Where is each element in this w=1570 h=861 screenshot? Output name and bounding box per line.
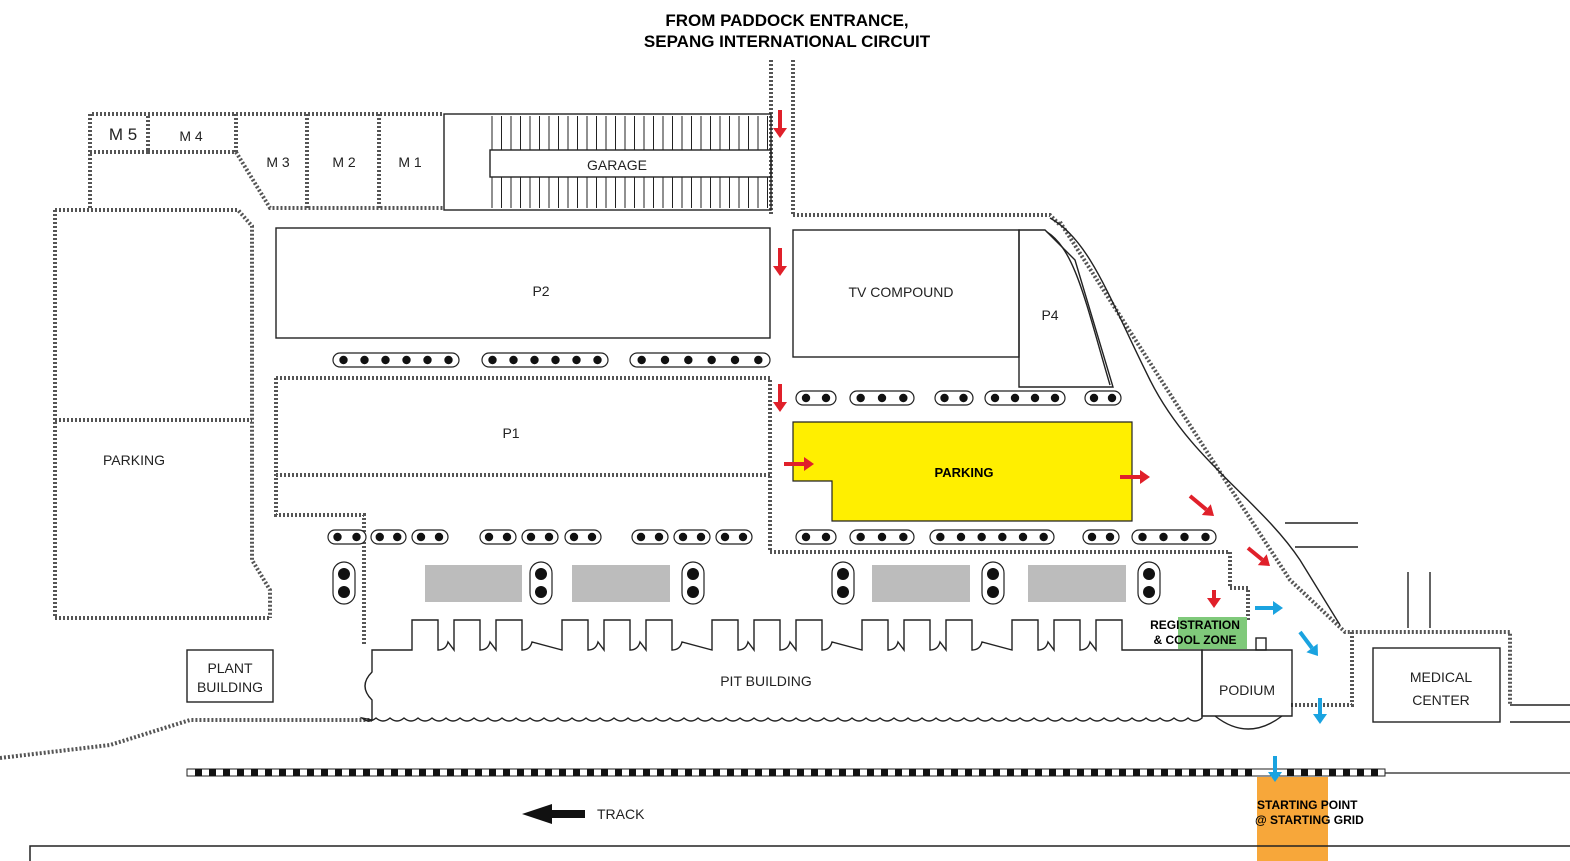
route-arrow-icon (1255, 601, 1283, 615)
podium: PODIUM (1201, 637, 1293, 730)
access-road-curve (1046, 217, 1431, 628)
tree-planter (1137, 561, 1161, 605)
grey-structures (425, 565, 1126, 602)
tree-planter (673, 529, 711, 545)
plant-building-label-1: PLANT (207, 660, 253, 676)
track-label: TRACK (597, 806, 645, 822)
area-p2 (275, 227, 771, 339)
tree-planters (327, 352, 1217, 605)
tree-planter (479, 529, 517, 545)
route-arrow-icon (1188, 494, 1214, 516)
medical-center (1372, 647, 1501, 723)
route-arrow-icon (1246, 546, 1270, 566)
tree-planter (681, 561, 705, 605)
area-m2-label: M 2 (332, 154, 356, 170)
route-arrow-icon (1298, 630, 1318, 656)
tv-compound-label: TV COMPOUND (849, 284, 954, 300)
tree-planter (984, 390, 1066, 406)
tree-planter (370, 529, 407, 545)
area-p2-label: P2 (532, 283, 549, 299)
parking-main-label: PARKING (935, 465, 994, 480)
area-p1-label: P1 (502, 425, 519, 441)
plant-building-label-2: BUILDING (197, 679, 263, 695)
registration-cool-zone (1178, 617, 1247, 649)
area-parking-left-label: PARKING (103, 452, 165, 468)
area-p4-label: P4 (1041, 307, 1058, 323)
entrance-road (769, 60, 795, 215)
route-arrow-icon (773, 110, 787, 138)
garage-label: GARAGE (587, 157, 647, 173)
medical-center-label-2: CENTER (1412, 692, 1470, 708)
tree-planter (332, 561, 356, 605)
tree-planter (529, 561, 553, 605)
paddock-fence (0, 112, 1512, 760)
area-m3-label: M 3 (266, 154, 290, 170)
tree-planter (564, 529, 602, 545)
starting-point-zone (1257, 777, 1328, 861)
tree-planter (327, 529, 367, 545)
starting-point-label-2: @ STARTING GRID (1255, 813, 1364, 827)
route-arrow-icon (773, 384, 787, 412)
route-arrows (773, 110, 1327, 782)
route-arrow-icon (773, 248, 787, 276)
registration-label-1: REGISTRATION (1150, 618, 1240, 632)
plant-building (186, 649, 274, 703)
podium-label: PODIUM (1219, 682, 1275, 698)
registration-label-2: & COOL ZONE (1153, 633, 1236, 647)
tree-planter (1082, 529, 1120, 545)
header-line-1: FROM PADDOCK ENTRANCE, (665, 11, 908, 30)
legend-frame (29, 845, 1570, 861)
pit-building: PIT BUILDING (359, 619, 1203, 722)
tree-planter (849, 390, 915, 406)
tree-planter (831, 561, 855, 605)
area-p4 (1018, 229, 1114, 388)
tree-planter (929, 529, 1055, 545)
tree-planter (795, 390, 837, 406)
track-direction-arrow-icon (522, 804, 585, 824)
tree-planter (481, 352, 609, 368)
route-arrow-icon (1120, 470, 1150, 484)
tree-planter (1131, 529, 1217, 545)
tree-planter (332, 352, 460, 368)
garage-bays (491, 116, 768, 208)
area-m1-label: M 1 (398, 154, 422, 170)
tree-planter (629, 352, 771, 368)
tree-planter (981, 561, 1005, 605)
route-arrow-icon (1313, 698, 1327, 724)
area-m4-label: M 4 (179, 128, 203, 144)
header-line-2: SEPANG INTERNATIONAL CIRCUIT (644, 32, 931, 51)
tree-planter (411, 529, 449, 545)
tree-planter (631, 529, 669, 545)
tree-planter (849, 529, 915, 545)
tree-planter (934, 390, 974, 406)
tree-planter (715, 529, 753, 545)
medical-center-label-1: MEDICAL (1410, 669, 1472, 685)
route-arrow-icon (784, 457, 814, 471)
route-arrow-icon (1207, 590, 1221, 608)
tree-planter (1084, 390, 1122, 406)
tree-planter (795, 529, 837, 545)
track-start-line (186, 768, 1570, 777)
starting-point-label-1: STARTING POINT (1257, 798, 1358, 812)
route-arrow-icon (1268, 756, 1282, 782)
parking-highlight-zone (792, 421, 1133, 522)
tree-planter (521, 529, 559, 545)
pit-building-label: PIT BUILDING (720, 673, 812, 689)
area-m5-label: M 5 (109, 125, 137, 144)
garage-building: GARAGE (443, 113, 772, 211)
